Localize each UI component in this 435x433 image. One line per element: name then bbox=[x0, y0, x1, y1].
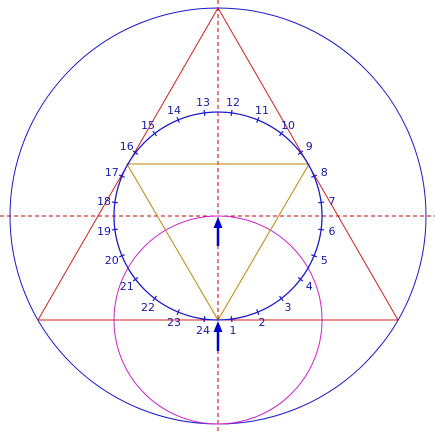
point-tick-5 bbox=[311, 254, 318, 258]
point-label-8: 8 bbox=[321, 166, 328, 179]
point-tick-23 bbox=[176, 309, 180, 316]
point-tick-3 bbox=[279, 295, 284, 302]
point-tick-14 bbox=[176, 116, 180, 123]
point-tick-15 bbox=[152, 130, 157, 137]
point-label-17: 17 bbox=[105, 166, 119, 179]
point-label-11: 11 bbox=[255, 104, 269, 117]
point-label-24: 24 bbox=[196, 324, 210, 337]
point-label-9: 9 bbox=[306, 140, 313, 153]
point-tick-1 bbox=[230, 316, 233, 323]
point-label-10: 10 bbox=[281, 119, 295, 132]
point-label-22: 22 bbox=[141, 301, 155, 314]
point-label-23: 23 bbox=[167, 316, 181, 329]
point-label-1: 1 bbox=[230, 324, 237, 337]
point-label-5: 5 bbox=[321, 254, 328, 267]
point-tick-12 bbox=[230, 109, 233, 116]
point-tick-20 bbox=[118, 254, 125, 258]
point-tick-4 bbox=[297, 277, 304, 282]
point-tick-11 bbox=[256, 116, 260, 123]
point-tick-8 bbox=[311, 174, 318, 178]
point-label-7: 7 bbox=[329, 195, 336, 208]
point-tick-21 bbox=[132, 277, 139, 282]
bottom-arrow bbox=[213, 321, 223, 351]
point-label-6: 6 bbox=[329, 225, 336, 238]
point-tick-22 bbox=[152, 295, 157, 302]
point-label-19: 19 bbox=[97, 225, 111, 238]
point-label-20: 20 bbox=[105, 254, 119, 267]
inner-triangle bbox=[126, 163, 310, 321]
point-tick-24 bbox=[203, 316, 206, 323]
circle-ticks bbox=[111, 109, 325, 323]
point-tick-17 bbox=[118, 174, 125, 178]
point-label-16: 16 bbox=[120, 140, 134, 153]
point-label-21: 21 bbox=[120, 280, 134, 293]
point-label-14: 14 bbox=[167, 104, 181, 117]
point-tick-2 bbox=[256, 309, 260, 316]
point-tick-16 bbox=[132, 150, 139, 155]
point-label-12: 12 bbox=[226, 96, 240, 109]
point-tick-13 bbox=[203, 109, 206, 116]
point-tick-7 bbox=[318, 201, 325, 204]
point-tick-6 bbox=[318, 228, 325, 231]
point-tick-18 bbox=[111, 201, 118, 204]
point-label-4: 4 bbox=[306, 280, 313, 293]
point-tick-10 bbox=[279, 130, 284, 137]
point-label-3: 3 bbox=[285, 301, 292, 314]
point-tick-9 bbox=[297, 150, 304, 155]
inner-circle bbox=[113, 111, 323, 321]
point-label-15: 15 bbox=[141, 119, 155, 132]
point-label-18: 18 bbox=[97, 195, 111, 208]
point-label-2: 2 bbox=[259, 316, 266, 329]
point-label-13: 13 bbox=[196, 96, 210, 109]
point-tick-19 bbox=[111, 228, 118, 231]
center-arrow bbox=[213, 217, 223, 246]
